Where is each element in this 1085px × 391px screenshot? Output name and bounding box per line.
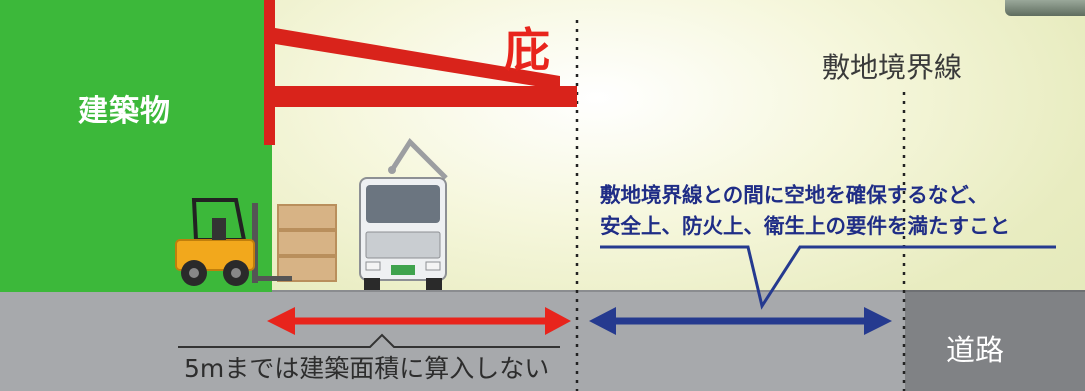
requirement-callout-line: [600, 245, 1056, 310]
requirement-line-2: 安全上、防火上、衛生上の要件を満たすこと: [600, 214, 1010, 238]
building-label: 建築物: [78, 94, 171, 129]
truck-icon: [359, 138, 448, 290]
requirement-line-1: 敷地境界線との間に空地を確保するなど、: [600, 183, 989, 207]
road-area: [905, 290, 1085, 391]
blue-double-arrow: [589, 307, 892, 335]
corner-photo-fragment: [1005, 0, 1085, 16]
eave-structure: [264, 0, 577, 145]
eave-label: 庇: [504, 23, 550, 77]
cargo-boxes-icon: [277, 204, 337, 282]
requirement-note: 敷地境界線との間に空地を確保するなど、 安全上、防火上、衛生上の要件を満たすこと: [600, 180, 1010, 242]
ground-strip: [0, 290, 1085, 391]
red-double-arrow: [267, 307, 571, 335]
rule-bracket: [178, 333, 560, 348]
rule-label: 5mまでは建築面積に算入しない: [184, 354, 550, 383]
boundary-label: 敷地境界線: [822, 51, 963, 84]
road-label: 道路: [946, 333, 1005, 367]
forklift-icon: [175, 198, 292, 286]
